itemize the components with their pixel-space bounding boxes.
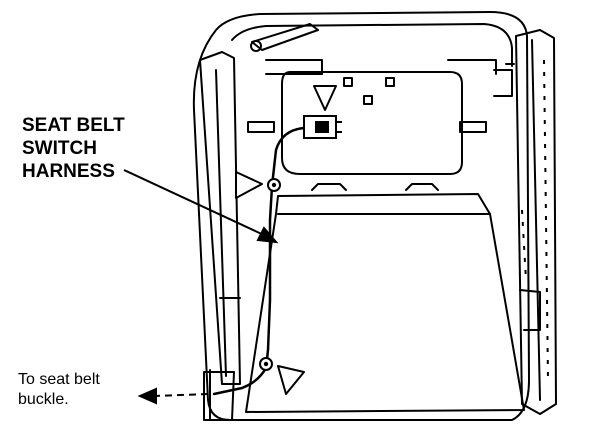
center-panel	[281, 71, 463, 175]
panel-hole-1	[343, 77, 353, 87]
left-leg	[203, 371, 235, 421]
callout-arrowhead	[256, 226, 279, 244]
right-rail-dashes	[543, 59, 549, 381]
right-rail-notch	[519, 289, 541, 331]
right-side-rail	[515, 29, 557, 415]
harness-clip-upper-dot	[271, 182, 277, 188]
buckle-note-label: To seat belt buckle.	[18, 370, 100, 410]
left-side-panel	[199, 51, 241, 385]
harness-callout-line-3: HARNESS	[22, 161, 115, 182]
top-latch	[251, 23, 319, 51]
right-rail-edge	[531, 39, 541, 401]
left-slot-cutout	[247, 121, 275, 133]
right-panel-cutout	[493, 69, 513, 97]
callout-leader-line	[123, 169, 267, 237]
panel-hole-3	[363, 95, 373, 105]
triangle-marker-lower-clip	[277, 365, 305, 395]
top-latch-pivot	[250, 40, 262, 52]
harness-connector	[303, 115, 342, 139]
connector-clip-left	[311, 183, 347, 191]
top-ledge-left	[265, 59, 323, 75]
harness-callout-line-1: SEAT BELT	[22, 115, 125, 136]
triangle-marker-upper-clip	[235, 171, 263, 199]
harness-clip-lower-dot	[263, 361, 269, 367]
harness-callout-label: SEAT BELT SWITCH HARNESS	[22, 114, 125, 183]
left-rail-dashes	[521, 209, 527, 281]
panel-hole-2	[385, 77, 395, 87]
harness-wire-main	[264, 126, 306, 370]
harness-callout-line-2: SWITCH	[22, 138, 97, 159]
buckle-note-line-2: buckle.	[18, 391, 69, 408]
buckle-note-line-1: To seat belt	[18, 371, 100, 388]
connector-clip-right	[405, 183, 439, 191]
triangle-marker-connector	[313, 85, 337, 111]
right-slot-cutout	[459, 121, 487, 133]
seat-cushion	[245, 193, 525, 413]
buckle-leader-line	[153, 393, 209, 397]
buckle-arrowhead	[137, 387, 157, 405]
harness-wire-lower	[212, 366, 268, 396]
seat-back-frame-inner	[231, 23, 513, 67]
left-side-panel-edge	[215, 69, 227, 377]
seat-back-frame	[192, 11, 530, 421]
